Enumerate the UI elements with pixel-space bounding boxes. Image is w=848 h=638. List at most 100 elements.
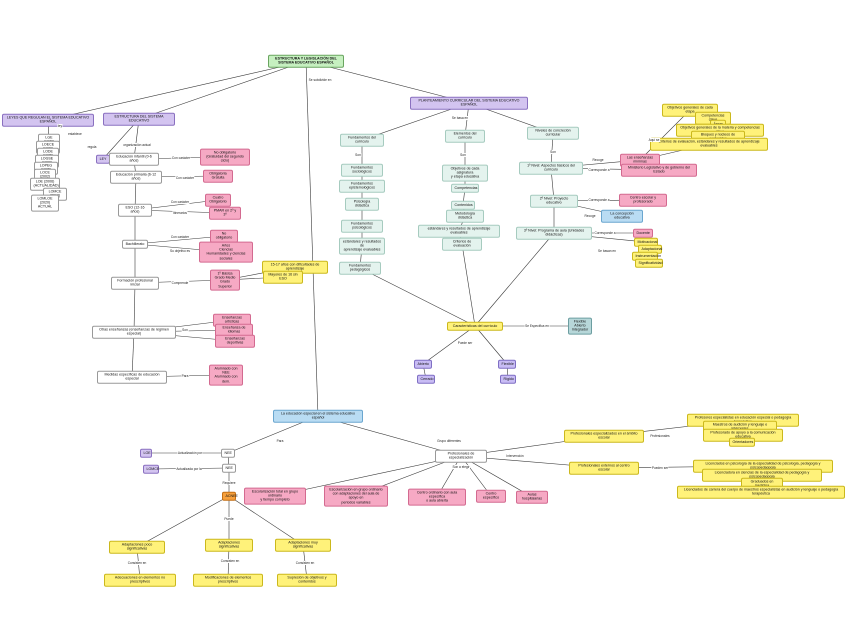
node-metodologia[interactable]: Metodología didáctica (446, 209, 484, 223)
node-ex4[interactable]: Licenciados de carrera del cuerpo de mae… (677, 485, 845, 499)
node-objetivos[interactable]: Objetivos de cada asignatura y etapa edu… (442, 164, 488, 182)
node-bach[interactable]: Bachillerato (122, 239, 148, 249)
node-ministerio[interactable]: Ministerio Legislativo y de gobierno del… (621, 163, 697, 177)
node-orange[interactable]: ACNEE (222, 491, 238, 501)
node-oblig1[interactable]: Obligatoria Gratuita (203, 169, 233, 183)
link-label: Con carácter (170, 200, 190, 204)
node-ex2[interactable]: Licenciado/a en ciencias de la especiali… (702, 468, 822, 482)
link-prof-p1 (274, 455, 462, 497)
node-p3[interactable]: Centro ordinario con aula específica o a… (408, 488, 466, 506)
node-alumnado[interactable]: Alumnado con NEE Alumnado con dem. (209, 364, 243, 386)
node-f6[interactable]: Fundamentos pedagógicos (339, 261, 381, 275)
node-p1[interactable]: Escolarización total en grupo ordinario … (244, 487, 306, 505)
link-label: Pueden ser (651, 466, 669, 470)
node-ensenanzas[interactable]: Otras enseñanzas (enseñanzas de régimen … (92, 325, 176, 339)
node-f5[interactable]: estándares y resultados de aprendizaje e… (339, 237, 385, 255)
link-label: Se basan en (597, 249, 617, 253)
node-dificultad[interactable]: 15-17 años con dificultades de aprendiza… (262, 260, 328, 274)
node-p2[interactable]: Escolarización en grupo ordinario con ad… (324, 485, 388, 507)
node-concepcion[interactable]: La concepción educativa (601, 209, 643, 223)
node-f2[interactable]: Fundamentos epistemológicos (339, 179, 385, 193)
node-deportivas[interactable]: Enseñanzas deportivas (215, 334, 255, 348)
link-estructura-ley (102, 118, 140, 160)
node-atencion[interactable]: La educación especial en el sistema educ… (273, 409, 363, 423)
node-p4[interactable]: Centro específico (476, 489, 506, 503)
link-label: Con carácter (170, 235, 190, 239)
node-ac2b[interactable]: Modificaciones de elementos prescriptivo… (193, 573, 263, 587)
node-fundamentos[interactable]: Fundamentos del currículo (340, 133, 384, 147)
node-contenidos[interactable]: Contenidos (451, 200, 475, 210)
link-nivel3-caracteristicas (474, 232, 555, 327)
node-eso[interactable]: ESO (12-16 años) (118, 203, 152, 217)
node-flexible2[interactable]: Flexible (498, 359, 516, 369)
node-nivel1[interactable]: 1º Nivel: Aspectos básicos del currículo (519, 161, 583, 175)
node-primaria[interactable]: Educación primaria (6-12 años) (110, 170, 162, 184)
link-label: Corresponde a (593, 231, 617, 235)
node-niveles[interactable]: Niveles de concreción curricular (527, 126, 579, 140)
node-elementos[interactable]: Elementos del currículo (445, 129, 485, 143)
link-orange-ac3 (228, 495, 304, 546)
node-nooblig2[interactable]: No obligatorio (210, 229, 238, 243)
node-lomce2[interactable]: LOMCE (143, 464, 159, 474)
node-ac1b[interactable]: Adecuaciones en elementos no prescriptiv… (104, 573, 176, 587)
node-title[interactable]: ESTRUCTURA Y LEGISLACIÓN DEL SISTEMA EDU… (268, 54, 344, 68)
node-infantil[interactable]: Educación infantil (0-6 años) (109, 152, 159, 166)
node-espec2[interactable]: Profesionales externos al centro escolar (569, 461, 639, 475)
node-gmedio[interactable]: 1º Básica Grado Medio Grado Superior (210, 269, 240, 291)
node-ac1[interactable]: Adaptaciones poco significativas (109, 540, 165, 554)
node-cursos[interactable]: Cuatro Obligatorio (205, 193, 231, 207)
node-f4[interactable]: Fundamentos psicológicos (341, 219, 383, 233)
node-f3[interactable]: Psicología didáctica (345, 197, 379, 211)
node-mayores[interactable]: Mayores de 16 sin ESO (263, 270, 303, 284)
link-label: Son (181, 328, 189, 332)
link-orange-ac1 (136, 495, 230, 548)
node-docente[interactable]: Docente (633, 228, 653, 238)
node-noobl[interactable]: No obligatorio (Gratuidad del segundo ci… (200, 148, 250, 166)
link-title-estructura (138, 60, 307, 120)
link-label: Son a elegir (451, 465, 471, 469)
node-espec1[interactable]: Profesionales especializados en el ámbit… (564, 429, 644, 443)
node-p5[interactable]: Aulas hospitalarias (516, 490, 548, 504)
link-f6-caracteristicas (359, 267, 476, 327)
node-ac3[interactable]: Adaptaciones muy significativas (275, 538, 331, 552)
node-y6[interactable]: Criterios de evaluación, estándares y re… (650, 137, 768, 151)
node-abierto[interactable]: Abierto (414, 359, 432, 369)
node-estructura[interactable]: ESTRUCTURA DEL SISTEMA EDUCATIVO (103, 112, 175, 126)
node-prof[interactable]: Profesionales de especialización (435, 449, 487, 463)
node-nivel3[interactable]: 3º Nivel: Programa de aula (Unidades did… (516, 226, 592, 240)
link-label: Requiere (222, 481, 236, 485)
link-label: Actualización por (177, 451, 203, 455)
node-pt4[interactable]: Orientadores (729, 437, 755, 447)
link-prof-p5 (460, 455, 533, 498)
node-planteamiento[interactable]: PLANTEAMIENTO CURRICULAR DEL SISTEMA EDU… (410, 96, 528, 110)
node-ley[interactable]: LEY (96, 154, 110, 164)
node-lod[interactable]: LOE (140, 448, 152, 458)
node-neae[interactable]: NEE (222, 463, 236, 473)
node-ac2[interactable]: Adaptaciones significativas (205, 538, 253, 552)
node-caracteristicas[interactable]: Características del currículo (447, 321, 503, 331)
node-l2006[interactable]: LOE (2006) (ACTUALIDAD) (30, 177, 60, 191)
node-criterios[interactable]: Criterios de evaluación (442, 237, 482, 251)
node-centro[interactable]: Centro escolar y profesorado (619, 193, 667, 207)
node-artes[interactable]: Artes Ciencias Humanidades y ciencias so… (199, 241, 253, 263)
link-label: Con carácter (171, 156, 191, 160)
node-rigido[interactable]: Rígido (500, 374, 516, 384)
node-leyes[interactable]: LEYES QUE REGULAN EL SISTEMA EDUCATIVO E… (2, 113, 94, 127)
node-flexible[interactable]: Flexible Abierto Integrador (568, 317, 592, 335)
node-m4[interactable]: Significatividad (635, 258, 663, 268)
link-label: Actualizada por la (175, 467, 203, 471)
node-adultos[interactable]: Medidas específicas de educación especia… (97, 370, 167, 384)
node-estandares[interactable]: estándares y resultados de aprendizaje e… (418, 224, 500, 238)
link-fp-ensenanzas (133, 282, 136, 333)
node-f1[interactable]: Fundamentos sociológicos (341, 163, 383, 177)
node-competencias[interactable]: Competencias (451, 183, 479, 193)
link-label: regula (87, 145, 97, 149)
node-fp[interactable]: Formación profesional inicial (111, 276, 159, 290)
link-label: Aquí se (648, 138, 660, 142)
node-ac3b[interactable]: Supresión de objetivos y contenidos (277, 573, 337, 587)
node-cerrado[interactable]: Cerrado (417, 374, 435, 384)
node-pmar[interactable]: PMAR en 2º y 3º (209, 206, 241, 220)
node-l2020[interactable]: LOMLOE (2020) ACTUAL (31, 194, 59, 212)
node-nee[interactable]: NEE (221, 448, 235, 458)
node-nivel2[interactable]: 2º Nivel: Proyecto educativo (530, 194, 578, 208)
